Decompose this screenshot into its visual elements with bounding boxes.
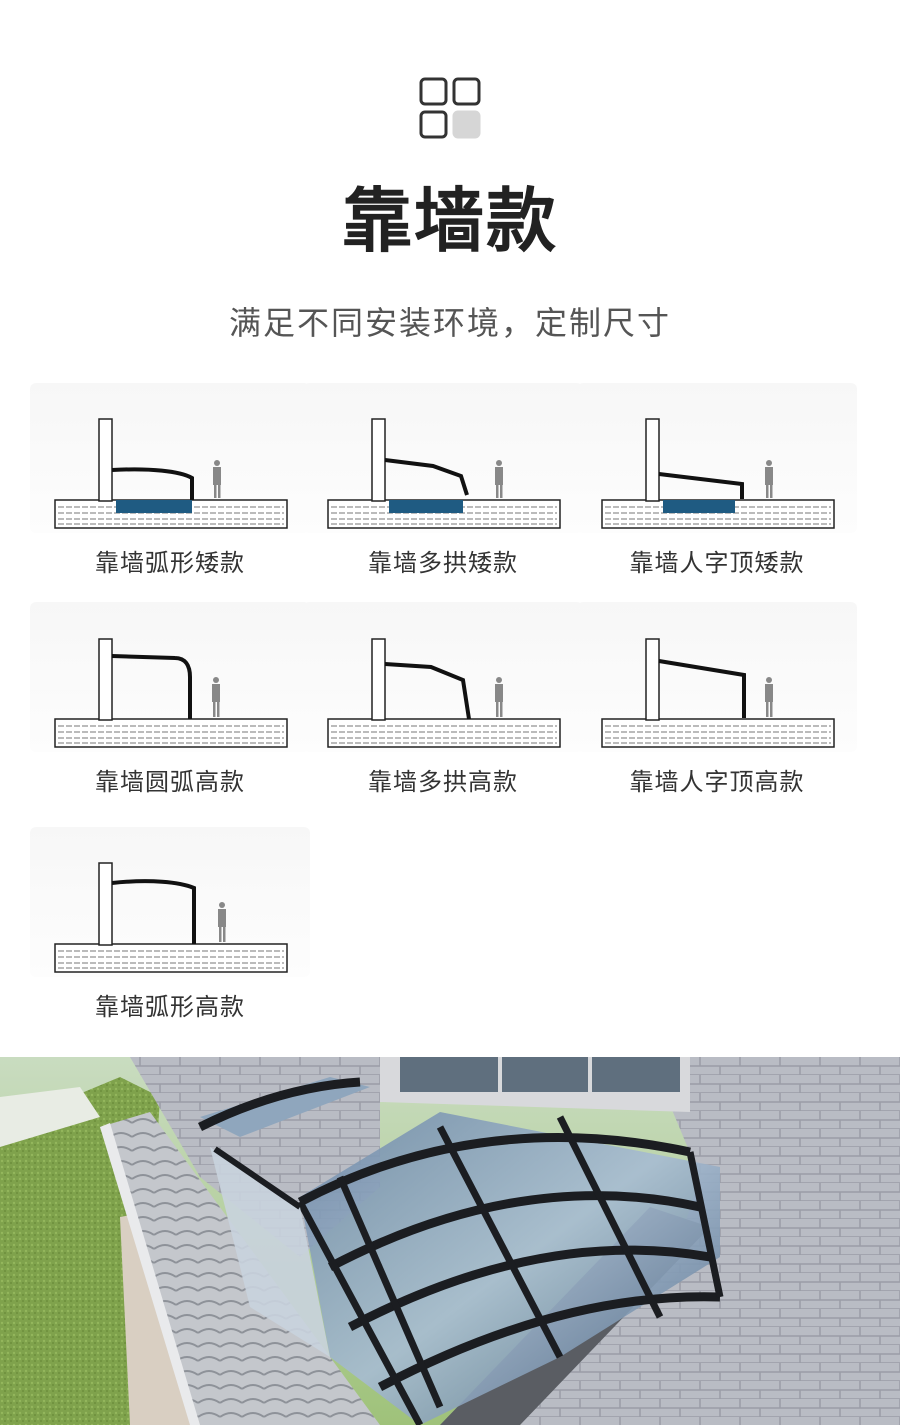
gable-low-diagram <box>601 418 835 529</box>
arc-high-diagram <box>54 862 288 973</box>
style-label: 靠墙多拱矮款 <box>368 549 518 577</box>
style-card-gable-high: 靠墙人字顶高款 <box>577 602 857 822</box>
multi-arch-low-diagram <box>327 418 561 529</box>
style-label: 靠墙弧形高款 <box>95 993 245 1021</box>
style-card-gable-low: 靠墙人字顶矮款 <box>577 383 857 603</box>
style-card-arc-low: 靠墙弧形矮款 <box>30 383 310 603</box>
style-label: 靠墙弧形矮款 <box>95 549 245 577</box>
style-card-multi-arch-low: 靠墙多拱矮款 <box>303 383 583 603</box>
sunroom-roof-render-image <box>0 1057 900 1425</box>
style-label: 靠墙多拱高款 <box>368 768 518 796</box>
style-label: 靠墙人字顶高款 <box>629 768 805 796</box>
page-subtitle: 满足不同安装环境，定制尺寸 <box>228 304 671 342</box>
style-card-round-arc-high: 靠墙圆弧高款 <box>30 602 310 822</box>
four-squares-grid-icon <box>419 77 481 139</box>
gable-high-diagram <box>601 638 835 748</box>
page-title: 靠墙款 <box>342 179 558 262</box>
multi-arch-high-diagram <box>327 638 561 748</box>
style-label: 靠墙人字顶矮款 <box>629 549 805 577</box>
round-arc-high-diagram <box>54 638 288 748</box>
style-label: 靠墙圆弧高款 <box>95 768 245 796</box>
arc-low-diagram <box>54 418 288 529</box>
style-card-multi-arch-high: 靠墙多拱高款 <box>303 602 583 822</box>
style-card-arc-high: 靠墙弧形高款 <box>30 827 310 1047</box>
